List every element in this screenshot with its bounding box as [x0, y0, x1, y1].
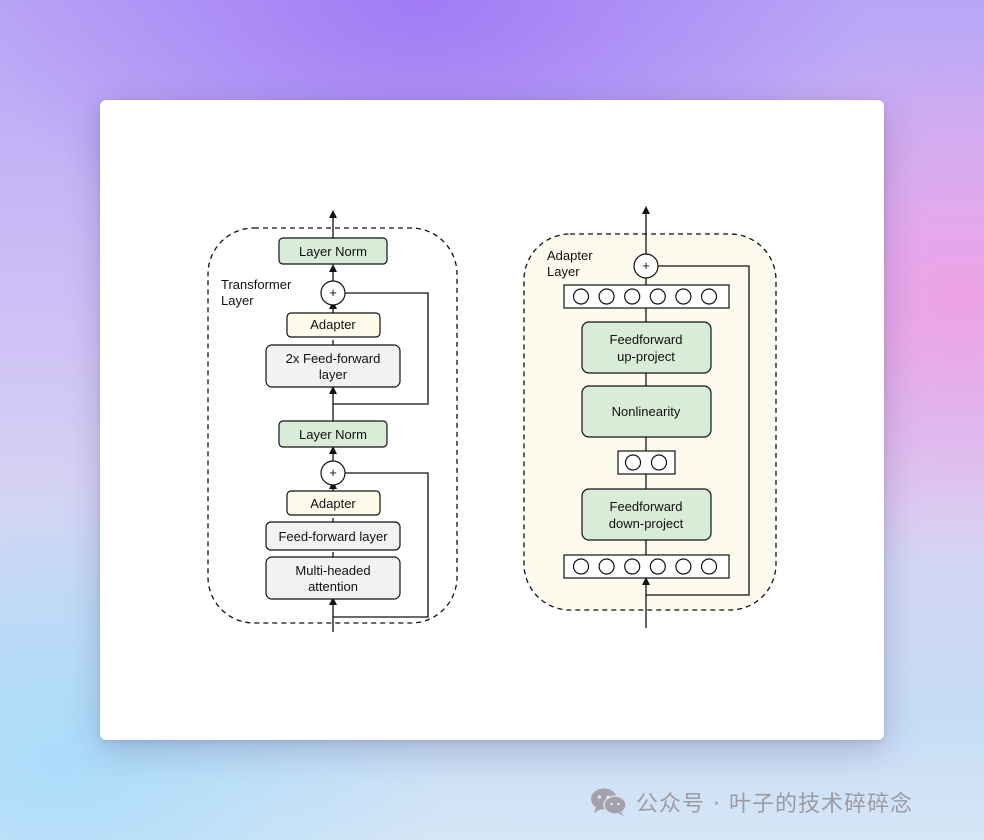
up-project-label-line1: Feedforward — [610, 332, 683, 347]
vector-unit — [650, 454, 668, 471]
nonlinearity-box — [581, 385, 712, 438]
mid-layer-norm-box — [278, 420, 388, 448]
vector-unit — [675, 558, 692, 575]
down-project-label-line1: Feedforward — [610, 499, 683, 514]
wechat-icon — [591, 788, 627, 816]
down-project-label-line2: down-project — [609, 516, 684, 531]
vector-unit — [649, 558, 666, 575]
output-vector-units — [572, 288, 718, 305]
upper-adapter-label: Adapter — [310, 317, 356, 332]
vector-unit — [624, 558, 641, 575]
vector-unit — [624, 288, 641, 305]
vector-unit — [572, 288, 590, 305]
feedforward-2x-label-line1: 2x Feed-forward — [286, 351, 381, 366]
down-project-box — [581, 488, 712, 541]
nonlinearity-label: Nonlinearity — [612, 404, 681, 419]
adapter-add-symbol: + — [642, 258, 650, 273]
top-layer-norm-label: Layer Norm — [299, 244, 367, 259]
vector-unit — [598, 558, 615, 575]
input-vector-units — [572, 558, 718, 575]
lower-skip-connection — [333, 472, 429, 618]
feedforward-2x-label-line2: layer — [319, 367, 348, 382]
transformer-layer-label-line2: Layer — [221, 293, 254, 308]
feedforward-box — [265, 521, 401, 551]
upper-adapter-box — [286, 312, 381, 338]
top-layer-norm-box — [278, 237, 388, 265]
up-project-label-line2: up-project — [617, 349, 675, 364]
upper-add-symbol: + — [329, 285, 337, 300]
attention-label-line2: attention — [308, 579, 358, 594]
bottleneck-vector-units — [624, 454, 668, 471]
adapter-add-node — [633, 253, 659, 279]
vector-unit — [624, 454, 642, 471]
vector-unit — [675, 288, 692, 305]
adapter-skip-connection — [646, 265, 750, 596]
transformer-layer-container — [207, 227, 458, 624]
vector-unit — [572, 558, 590, 575]
lower-add-symbol: + — [329, 465, 337, 480]
vector-unit — [700, 558, 718, 575]
attention-label-line1: Multi-headed — [295, 563, 370, 578]
feedforward-label: Feed-forward layer — [278, 529, 388, 544]
vector-unit — [649, 288, 666, 305]
vector-unit — [700, 288, 718, 305]
lower-adapter-box — [286, 490, 381, 516]
adapter-layer-label-line1: Adapter — [547, 248, 593, 263]
feedforward-2x-box — [265, 344, 401, 388]
lower-adapter-label: Adapter — [310, 496, 356, 511]
upper-skip-connection — [333, 292, 429, 405]
up-project-box — [581, 321, 712, 374]
adapter-layer-diagram: Adapter Layer + Feedforward up-project N… — [523, 206, 777, 628]
transformer-layer-label-line1: Transformer — [221, 277, 292, 292]
upper-add-node — [320, 280, 346, 306]
watermark: 公众号 · 叶子的技术碎碎念 — [590, 786, 913, 818]
lower-add-node — [320, 460, 346, 486]
mid-layer-norm-label: Layer Norm — [299, 427, 367, 442]
attention-box — [265, 556, 401, 600]
transformer-layer-diagram: Transformer Layer Layer Norm + Adapter 2… — [207, 210, 458, 632]
adapter-layer-label-line2: Layer — [547, 264, 580, 279]
architecture-diagram: Transformer Layer Layer Norm + Adapter 2… — [207, 206, 777, 632]
vector-unit — [598, 288, 615, 305]
watermark-text: 公众号 · 叶子的技术碎碎念 — [636, 792, 913, 817]
diagram-card: Transformer Layer Layer Norm + Adapter 2… — [100, 100, 884, 740]
